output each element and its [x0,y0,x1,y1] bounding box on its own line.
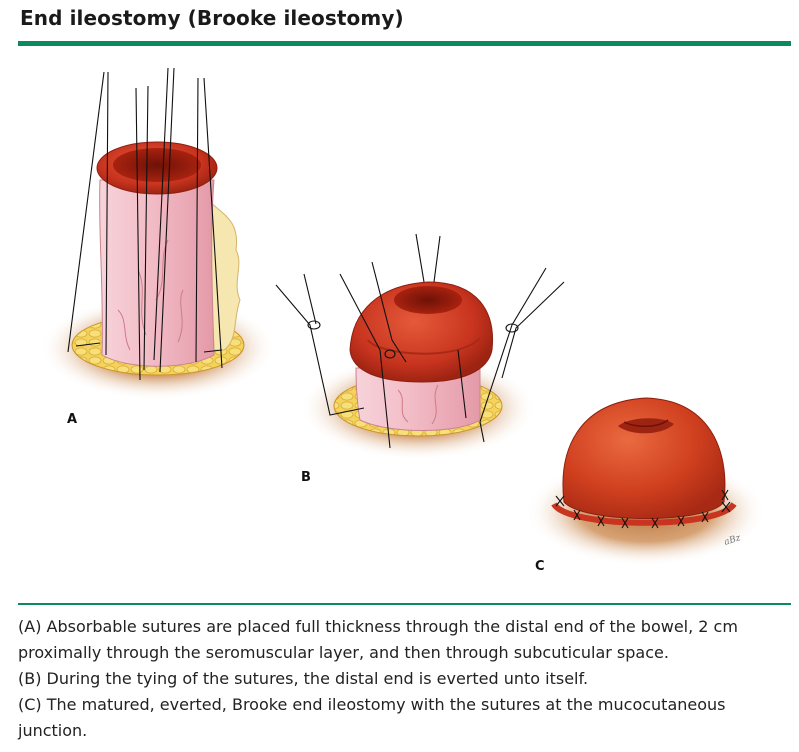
panel-a-sutures [67,67,223,381]
panel-label-c: C [535,559,545,574]
panel-c-lumen-fold [623,419,669,427]
figure-caption: (A) Absorbable sutures are placed full t… [18,614,788,744]
caption-divider [18,603,791,605]
panel-b-drawing: B [275,233,565,485]
panel-label-a: A [67,412,77,427]
panel-b-vessels [397,384,439,425]
caption-line-b: (B) During the tying of the sutures, the… [18,669,589,688]
panel-b-lumen [394,286,462,314]
panel-b-sutures [275,233,565,449]
caption-line-c: (C) The matured, everted, Brooke end ile… [18,695,726,740]
panel-label-b: B [301,470,311,485]
panel-a-lumen [113,148,201,182]
ileostomy-illustration: A [18,50,791,595]
caption-line-a: (A) Absorbable sutures are placed full t… [18,617,738,662]
panel-c-drawing: aBz C [526,397,766,574]
panel-c-sutures [555,489,731,529]
title-divider [18,41,791,46]
panel-a-bowel [99,179,215,367]
panel-c-stoma-dome [562,397,726,519]
page-title: End ileostomy (Brooke ileostomy) [20,6,404,30]
artist-signature: aBz [723,533,742,548]
panel-b-fold-line [367,337,481,355]
panel-a-drawing: A [40,67,276,427]
panel-a-mesentery [207,198,241,351]
